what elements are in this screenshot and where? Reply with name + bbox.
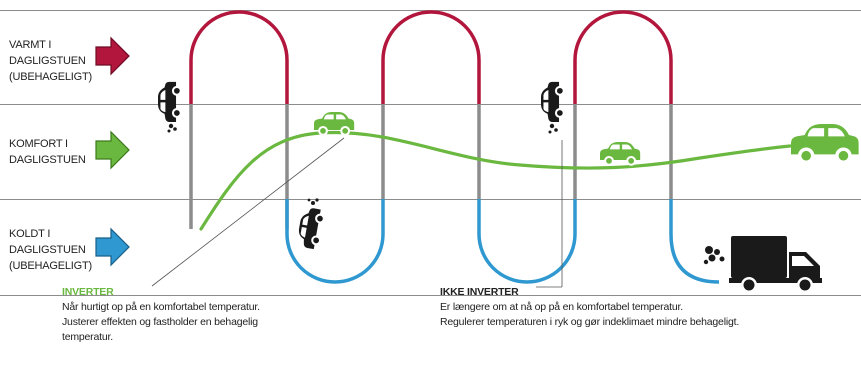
car-icon — [541, 81, 565, 122]
smoke-icon — [703, 246, 725, 265]
non-inverter-line: Regulerer temperaturen i ryk og gør inde… — [440, 316, 740, 328]
arrow-right-icon — [95, 36, 130, 76]
smoke-icon — [167, 123, 177, 133]
inverter-note: INVERTER Når hurtigt op på en komfortabe… — [62, 285, 362, 345]
inverter-title: INVERTER — [62, 286, 114, 298]
car-icon — [600, 142, 641, 166]
inverter-line: Når hurtigt op på en komfortabel tempera… — [62, 301, 260, 313]
inverter-line: temperatur. — [62, 331, 113, 343]
smoke-icon — [548, 123, 558, 134]
arrow-right-icon — [95, 227, 130, 267]
non-inverter-note: IKKE INVERTER Er længere om at nå op på … — [440, 285, 840, 330]
non-inverter-title: IKKE INVERTER — [440, 286, 519, 298]
smoke-icon — [307, 198, 319, 205]
zone-label-comfort: KOMFORT I DAGLIGSTUEN — [9, 138, 86, 166]
car-icon — [158, 81, 182, 122]
non-inverter-line: Er længere om at nå op på en komfortabel… — [440, 301, 683, 313]
inverter-curve — [199, 130, 792, 231]
inverter-line: Justerer effekten og fastholder en behag… — [62, 316, 258, 328]
arrow-right-icon — [95, 130, 130, 170]
car-icon — [296, 206, 327, 251]
inverter-pointer — [151, 137, 345, 287]
zone-label-warm: VARMT I DAGLIGSTUEN (UBEHAGELIGT) — [9, 39, 92, 83]
truck-icon — [729, 236, 822, 293]
zone-label-cold: KOLDT I DAGLIGSTUEN (UBEHAGELIGT) — [9, 228, 92, 272]
non-inverter-curve — [189, 10, 720, 284]
car-icon — [791, 124, 859, 165]
